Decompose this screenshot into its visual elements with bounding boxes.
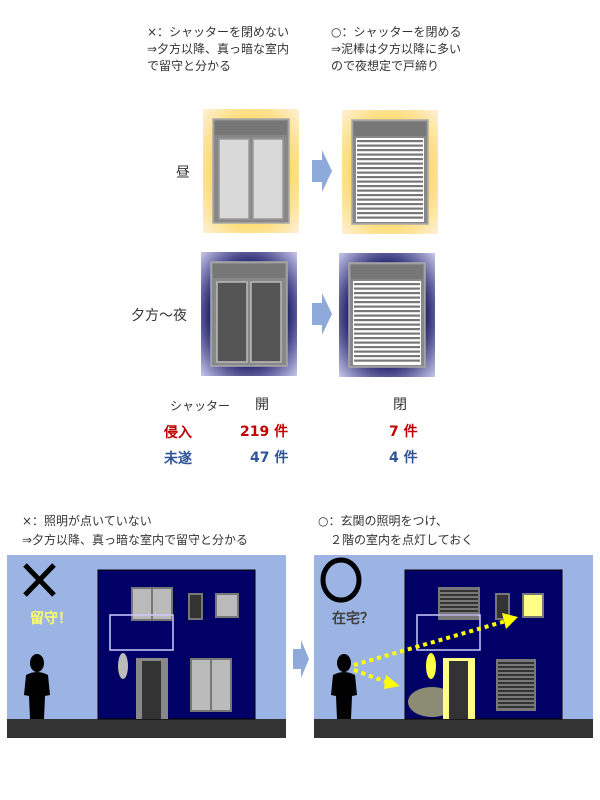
line: ⇒泥棒は夕方以降に多い [331, 42, 462, 56]
scene-lit-house [314, 555, 593, 738]
day-closed-shutter [342, 110, 438, 234]
line: ⇒夕方以降、真っ暗な室内で留守と分かる [22, 533, 249, 547]
entrance-light-on [426, 653, 436, 679]
cross-mark-icon [23, 563, 56, 597]
table-header-closed: 閉 [393, 397, 407, 413]
row-label-day: 昼 [176, 165, 190, 181]
bad-note-top: ×：シャッターを閉めない ⇒夕方以降、真っ暗な室内 で留守と分かる [147, 24, 289, 75]
balcony [416, 614, 481, 651]
line: ○：シャッターを閉める [331, 25, 462, 39]
intrusion-open-count: 219 件 [240, 424, 289, 440]
bad-note-bottom: ×：照明が点いていない ⇒夕方以降、真っ暗な室内で留守と分かる [22, 512, 248, 550]
row-label-attempt: 未遂 [164, 451, 192, 467]
row-label-intrusion: 侵入 [164, 425, 192, 441]
away-label: 留守！ [30, 611, 72, 627]
person-silhouette [24, 654, 50, 719]
balcony [109, 614, 174, 651]
attempt-closed-count: 4 件 [389, 450, 418, 466]
line: で留守と分かる [147, 59, 232, 73]
day-open-window [203, 109, 299, 233]
good-note-top: ○：シャッターを閉める ⇒泥棒は夕方以降に多い ので夜想定で戸締り [331, 24, 461, 75]
entrance-light-off [118, 653, 128, 679]
night-closed-shutter [339, 253, 435, 377]
table-header-open: 開 [255, 397, 269, 413]
lit-window [522, 593, 544, 618]
line: ⇒夕方以降、真っ暗な室内 [147, 42, 290, 56]
circle-mark-icon [320, 557, 362, 603]
table-header-shutter: シャッター [170, 399, 231, 413]
line: ので夜想定で戸締り [331, 59, 440, 73]
home-label: 在宅？ [332, 611, 374, 627]
line: ２階の室内を点灯しておく [318, 533, 474, 547]
person-silhouette [331, 654, 357, 719]
intrusion-closed-count: 7 件 [389, 424, 418, 440]
line: ×：シャッターを閉めない [147, 25, 290, 39]
arrow-right-icon [312, 150, 332, 192]
night-open-window [201, 252, 297, 376]
row-label-night: 夕方～夜 [131, 308, 187, 324]
arrow-right-icon [312, 293, 332, 335]
good-note-bottom: ○：玄関の照明をつけ、 ２階の室内を点灯しておく [318, 512, 473, 550]
line: ○：玄関の照明をつけ、 [318, 514, 448, 528]
scene-unlit-house [7, 555, 286, 738]
arrow-right-icon [293, 640, 309, 678]
attempt-open-count: 47 件 [250, 450, 289, 466]
line: ×：照明が点いていない [22, 514, 152, 528]
